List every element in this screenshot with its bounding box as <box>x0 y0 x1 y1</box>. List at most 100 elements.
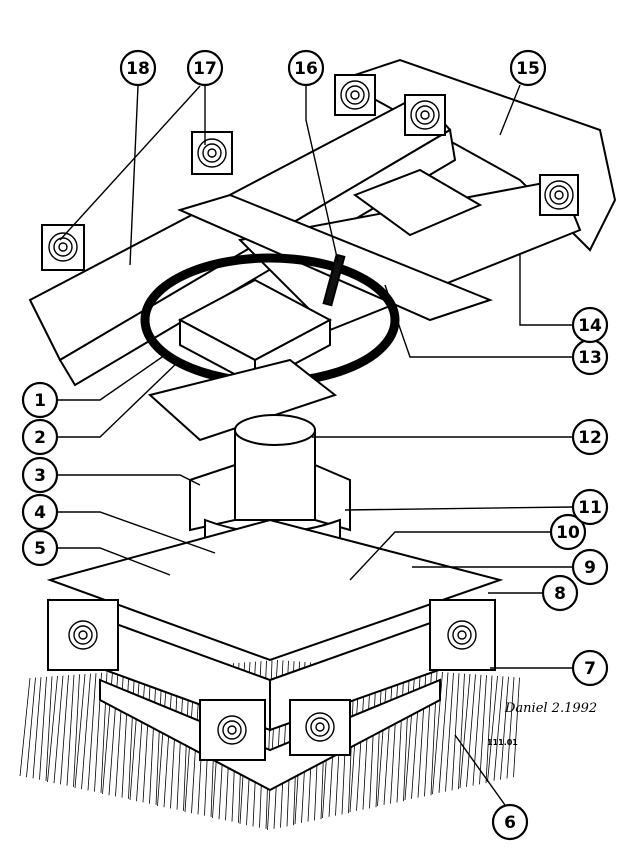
callout-13: 13 <box>571 338 609 376</box>
end-grain-ring <box>48 232 78 262</box>
collar-block <box>314 463 351 532</box>
callout-circle <box>21 381 59 419</box>
hatch-line <box>451 673 460 791</box>
hatch-line <box>479 675 487 785</box>
callout-number: 9 <box>584 558 596 578</box>
end-grain-ring <box>305 712 335 742</box>
hatch-line <box>47 675 58 783</box>
base-beam <box>46 518 504 662</box>
hatch-line <box>493 676 504 781</box>
drawing-number: 111.01 <box>487 738 518 747</box>
hatch-line <box>26 677 36 778</box>
corner-block <box>47 599 119 671</box>
hatch-line <box>81 673 91 790</box>
hatch-line <box>500 676 509 780</box>
callout-10: 10 <box>549 513 587 551</box>
end-grain-ring <box>410 100 440 130</box>
end-grain-ring <box>350 90 360 100</box>
hatch-line <box>513 677 520 778</box>
corner-block <box>289 699 351 756</box>
hatch-line <box>445 672 454 792</box>
callout-number: 10 <box>556 523 580 543</box>
callout-number: 17 <box>193 59 217 79</box>
callout-circle <box>571 306 609 344</box>
pin <box>322 253 346 307</box>
callout-circle <box>186 49 224 87</box>
end-grain-ring <box>68 620 98 650</box>
callout-17: 17 <box>186 49 224 87</box>
frame-block-opening <box>352 168 483 237</box>
leader-line <box>58 474 201 486</box>
callout-number: 7 <box>584 659 596 679</box>
callout-number: 16 <box>294 59 318 79</box>
callout-number: 5 <box>34 539 46 559</box>
end-grain-ring <box>315 722 325 732</box>
leader-line <box>305 86 339 263</box>
callout-7: 7 <box>571 649 609 687</box>
hatch-line <box>129 669 141 801</box>
callout-number: 14 <box>578 316 602 336</box>
end-grain-ring <box>544 180 574 210</box>
callout-circle <box>541 574 579 612</box>
callout-circle <box>21 456 59 494</box>
leader-line <box>58 354 166 401</box>
end-grain-ring <box>78 630 88 640</box>
end-grain-ring <box>457 630 467 640</box>
under-beam <box>147 358 338 442</box>
end-grain-ring <box>549 185 569 205</box>
end-grain-ring <box>447 620 477 650</box>
hatch-line <box>458 673 465 790</box>
corner-block <box>429 599 496 671</box>
hatch-line <box>39 676 47 780</box>
callout-1: 1 <box>21 381 59 419</box>
callout-circle <box>571 418 609 456</box>
hatch-line <box>128 670 135 799</box>
callout-circle <box>509 49 547 87</box>
callout-number: 12 <box>578 428 602 448</box>
hatch-line <box>19 677 31 777</box>
hatch-line <box>74 673 86 789</box>
hatch-line <box>87 673 97 791</box>
callout-number: 15 <box>516 59 540 79</box>
hatch-line <box>73 674 80 787</box>
hatch-line <box>377 667 388 807</box>
hatch-line <box>32 677 42 779</box>
callout-number: 13 <box>578 348 602 368</box>
end-grain-ring <box>222 720 242 740</box>
callout-circle <box>491 803 529 841</box>
end-grain-ring <box>340 80 370 110</box>
callout-3: 3 <box>21 456 59 494</box>
base-beam-lower <box>99 678 441 792</box>
end-grain-ring <box>202 143 222 163</box>
hatch-line <box>136 669 146 802</box>
leader-line <box>519 255 572 326</box>
hatch-line <box>485 675 493 784</box>
leader-line <box>499 84 521 136</box>
column-top <box>234 414 316 446</box>
callout-circle <box>21 529 59 567</box>
leader-line <box>344 506 573 511</box>
callout-circle <box>287 49 325 87</box>
end-grain-ring <box>197 138 227 168</box>
callout-4: 4 <box>21 493 59 531</box>
callout-2: 2 <box>21 418 59 456</box>
hatch-line <box>142 669 152 803</box>
leader-lines <box>58 84 573 806</box>
callout-circle <box>549 513 587 551</box>
callout-12: 12 <box>571 418 609 456</box>
callout-circle <box>119 49 157 87</box>
beam-end-block <box>41 224 85 271</box>
hatch-line <box>45 676 53 781</box>
corner-block <box>199 699 266 761</box>
callout-number: 3 <box>34 466 46 486</box>
callout-11: 11 <box>571 488 609 526</box>
callout-number: 6 <box>504 813 516 833</box>
callout-9: 9 <box>571 548 609 586</box>
callout-circle <box>571 488 609 526</box>
end-grain-ring <box>345 85 365 105</box>
hatch-line <box>383 668 394 805</box>
callout-number: 2 <box>34 428 46 448</box>
hatch-line <box>396 669 405 803</box>
